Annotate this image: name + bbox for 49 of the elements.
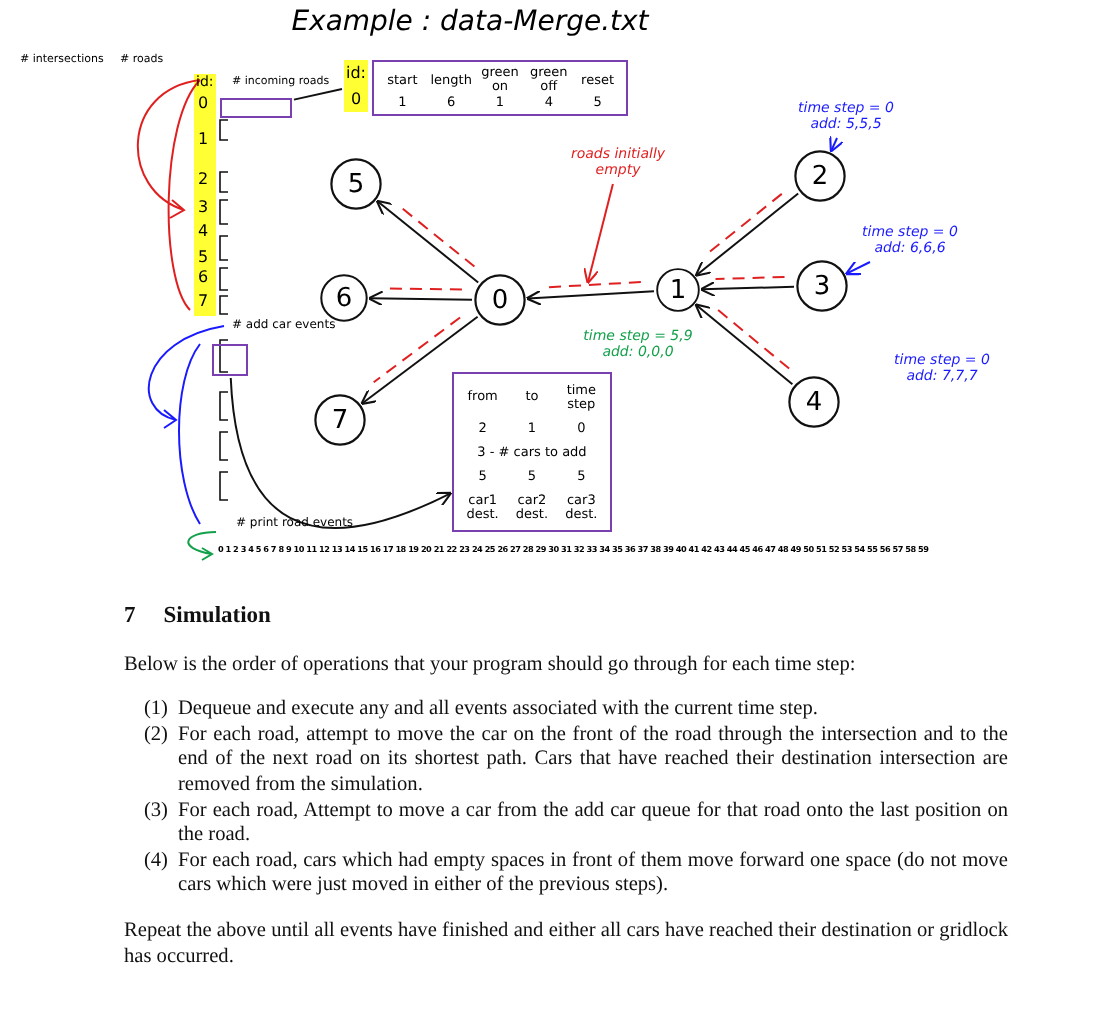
arrow bbox=[583, 183, 614, 285]
title: Example : data-Merge.txt bbox=[289, 6, 652, 38]
intersection-circle: 5 bbox=[330, 158, 382, 210]
list-item-text: Dequeue and execute any and all events associated with the current time step. bbox=[178, 698, 820, 724]
index-number: 7 bbox=[198, 292, 209, 310]
list-number: (2) bbox=[141, 723, 170, 750]
arrow bbox=[844, 260, 871, 276]
index-number: 5 bbox=[198, 248, 209, 266]
list-item-text: For each road, attempt to move the car on the front of the road through the intersection and to the end of the next road on its shortest path. Cars that have reached their destination intersection are removed from the simulation. bbox=[178, 723, 1008, 800]
arrow bbox=[829, 135, 845, 153]
arrow bbox=[694, 303, 794, 386]
list-item-text: For each road, Attempt to move a car from the add car queue for that road onto the last position on the road. bbox=[178, 799, 1008, 850]
list-item-text: For each road, cars which had empty spaces in front of them move forward one space (do not move cars which were just moved in either of the previous steps). bbox=[178, 849, 1008, 900]
list-number: (1) bbox=[141, 698, 170, 724]
list-entry-box bbox=[220, 98, 292, 118]
intersection-circle: 3 bbox=[796, 260, 848, 312]
section-heading: 7 bbox=[124, 604, 136, 630]
intersection-circle: 0 bbox=[474, 274, 526, 326]
id-text: 0 bbox=[350, 90, 362, 108]
section-heading: Simulation bbox=[163, 604, 271, 630]
arrow bbox=[360, 315, 479, 406]
dashed-road-line bbox=[545, 281, 642, 289]
arrow bbox=[375, 199, 480, 284]
index-number: 0 bbox=[198, 94, 209, 112]
list-number: (4) bbox=[141, 849, 170, 876]
arrow bbox=[367, 290, 473, 307]
intersection-circle: 6 bbox=[320, 274, 368, 322]
paragraph: Repeat the above until all events have finished and either all cars have reached their destination or gridlock has occurred. bbox=[124, 919, 1008, 971]
list-number: (3) bbox=[141, 799, 170, 826]
intersection-circle: 7 bbox=[314, 394, 366, 446]
list-entry-box bbox=[212, 344, 248, 376]
intersection-circle: 2 bbox=[794, 150, 846, 202]
data-box bbox=[372, 60, 628, 116]
paragraph: Below is the order of operations that your program should go through for each time step: bbox=[124, 653, 858, 679]
index-number: 4 bbox=[198, 222, 209, 240]
arrow bbox=[525, 289, 656, 306]
index-number: 3 bbox=[198, 198, 209, 216]
curved-arrow bbox=[229, 377, 453, 530]
data-box bbox=[452, 372, 612, 532]
id-highlight bbox=[344, 60, 368, 112]
index-number: 6 bbox=[198, 268, 209, 286]
arrow bbox=[699, 280, 795, 298]
arrow bbox=[694, 192, 800, 277]
connector-line bbox=[293, 88, 343, 101]
id-text: id: bbox=[346, 64, 366, 82]
index-number: 2 bbox=[198, 170, 209, 188]
intersection-circle: 4 bbox=[788, 376, 840, 428]
intersection-circle: 1 bbox=[656, 268, 700, 312]
index-number: 1 bbox=[198, 130, 209, 148]
